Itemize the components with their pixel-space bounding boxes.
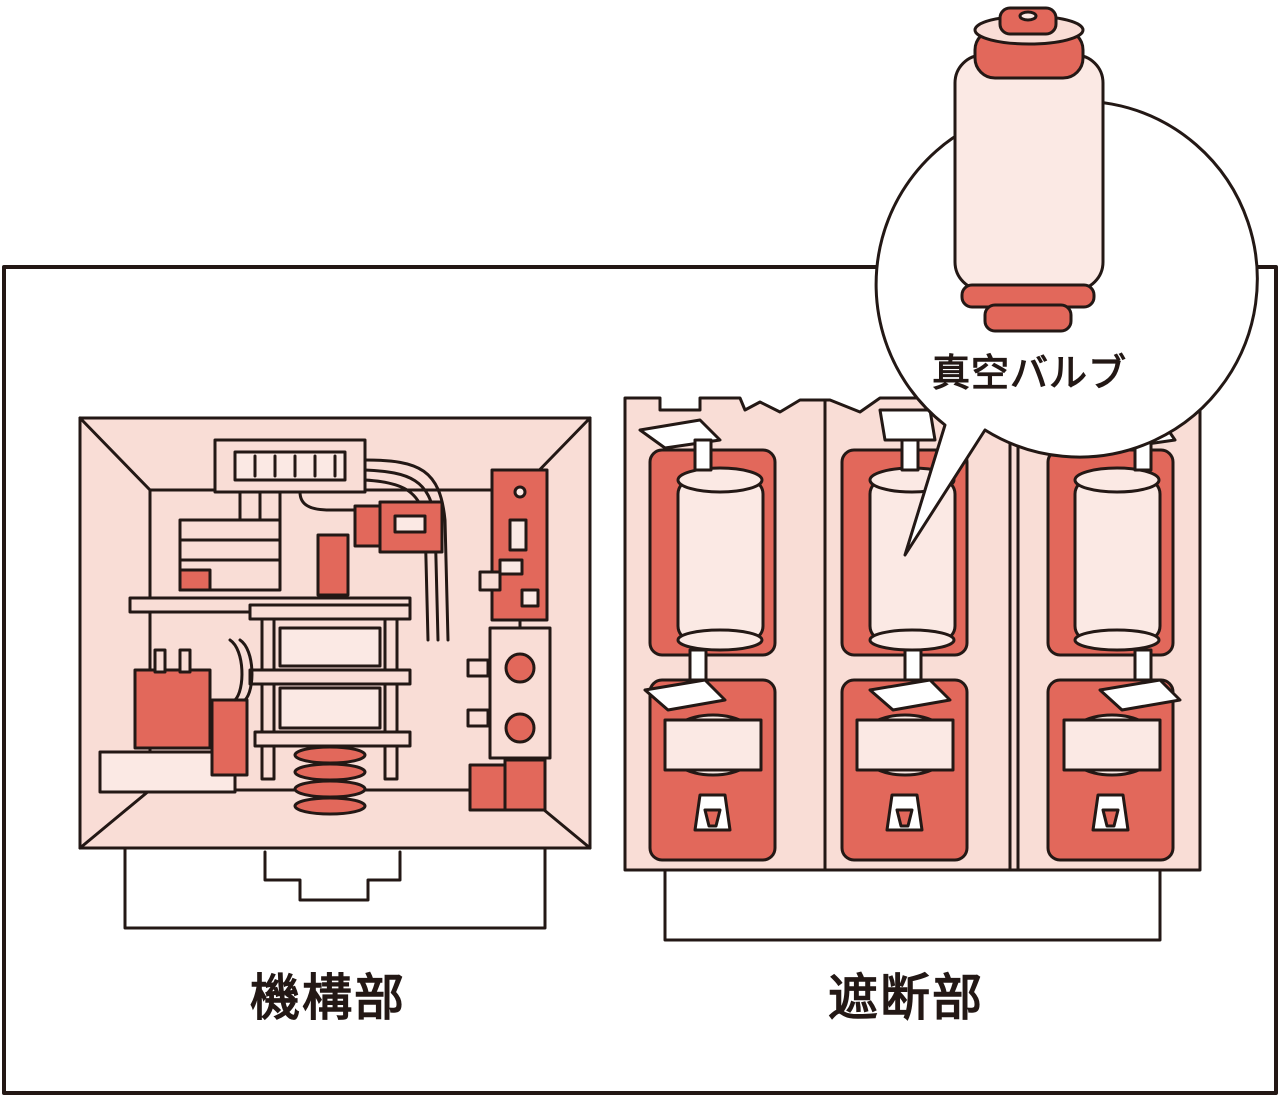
breaker-label: 遮断部	[828, 969, 984, 1027]
pole-1	[638, 418, 777, 862]
mechanism-label: 機構部	[250, 969, 406, 1027]
vacuum-valve-label: 真空バルブ	[932, 351, 1128, 395]
pole-3	[1046, 416, 1182, 862]
vacuum-valve-icon	[953, 6, 1105, 333]
breaker-unit	[623, 396, 1202, 942]
vacuum-valve-callout	[874, 6, 1259, 557]
mechanism-unit	[78, 416, 592, 930]
